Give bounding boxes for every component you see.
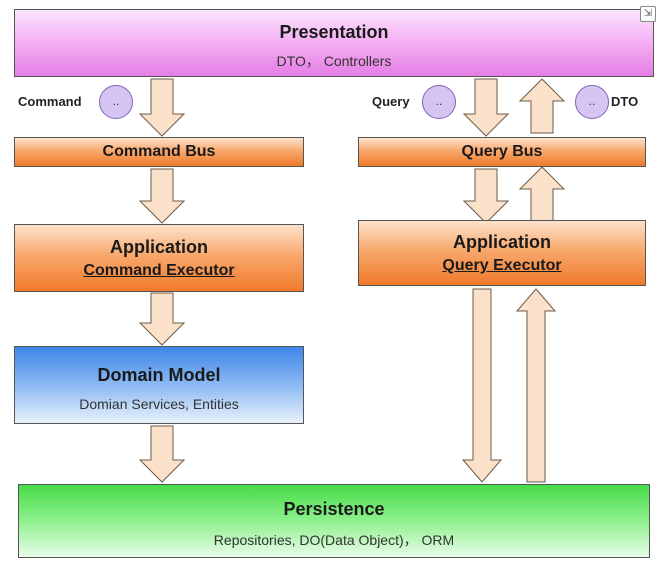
presentation-subtitle: DTO， Controllers	[276, 53, 392, 69]
query-label: Query	[372, 94, 410, 109]
command-bus-box: Command Bus	[14, 137, 304, 167]
arrow-application-to-query-bus	[518, 166, 566, 222]
query-bus-label: Query Bus	[461, 143, 543, 160]
arrow-command-bus-to-application	[138, 168, 186, 224]
application-command-box: Application Command Executor	[14, 224, 304, 292]
arrow-query-bus-to-presentation	[518, 78, 566, 134]
domain-model-subtitle: Domian Services, Entities	[79, 396, 239, 412]
domain-model-box: Domain Model Domian Services, Entities	[14, 346, 304, 424]
application-command-title: Application	[110, 237, 208, 257]
application-query-box: Application Query Executor	[358, 220, 646, 286]
command-label: Command	[18, 94, 82, 109]
arrow-presentation-to-query-bus	[462, 78, 510, 137]
persistence-box: Persistence Repositories, DO(Data Object…	[18, 484, 650, 558]
persistence-title: Persistence	[283, 499, 385, 519]
presentation-box: Presentation DTO， Controllers	[14, 9, 654, 77]
application-query-title: Application	[453, 232, 551, 252]
domain-model-title: Domain Model	[97, 365, 221, 385]
arrow-domain-to-persistence	[138, 425, 186, 483]
query-executor-label: Query Executor	[442, 257, 562, 274]
dto-label: DTO	[611, 94, 639, 109]
arrow-query-bus-to-application	[462, 168, 510, 224]
presentation-title: Presentation	[279, 22, 389, 42]
query-bus-box: Query Bus	[358, 137, 646, 167]
expand-icon[interactable]: ⇲	[640, 6, 656, 22]
command-bubble: ..	[99, 85, 133, 119]
persistence-subtitle: Repositories, DO(Data Object)， ORM	[213, 532, 455, 548]
arrow-application-to-domain	[138, 292, 186, 346]
dto-bubble: ..	[575, 85, 609, 119]
arrow-presentation-to-command-bus	[138, 78, 186, 137]
query-bubble: ..	[422, 85, 456, 119]
command-executor-label: Command Executor	[83, 262, 235, 279]
command-bus-label: Command Bus	[102, 143, 216, 160]
arrow-query-app-to-persistence	[461, 288, 503, 483]
arrow-persistence-to-query-app	[515, 288, 557, 483]
